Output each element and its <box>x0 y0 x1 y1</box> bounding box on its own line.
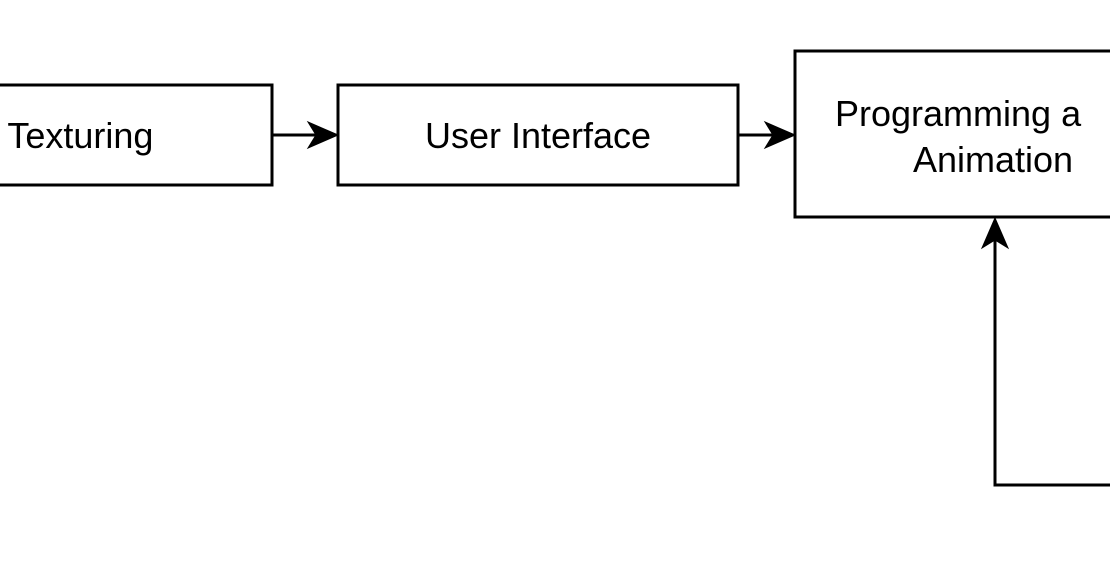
node-user-interface-box <box>336 83 740 187</box>
arrowhead-icon <box>763 120 797 150</box>
node-programming-animation-label-line-1: Programming a <box>835 93 1082 134</box>
arrowhead-icon <box>980 216 1010 250</box>
node-user-interface-label: User Interface <box>425 115 651 156</box>
node-texturing-label: le, Texturing <box>0 115 153 156</box>
node-programming-animation: Programming a Animation <box>793 49 1110 219</box>
node-texturing: le, Texturing <box>0 83 274 187</box>
arrowhead-icon <box>306 120 340 150</box>
edge-texturing-to-user-interface <box>272 120 340 150</box>
node-programming-animation-label-line-2: Animation <box>913 139 1073 180</box>
edge-user-interface-to-programming <box>738 120 797 150</box>
edge-line <box>993 238 1110 487</box>
node-user-interface: User Interface <box>336 83 740 187</box>
node-programming-animation-box <box>793 49 1110 219</box>
edge-offscreen-to-programming <box>980 216 1110 487</box>
